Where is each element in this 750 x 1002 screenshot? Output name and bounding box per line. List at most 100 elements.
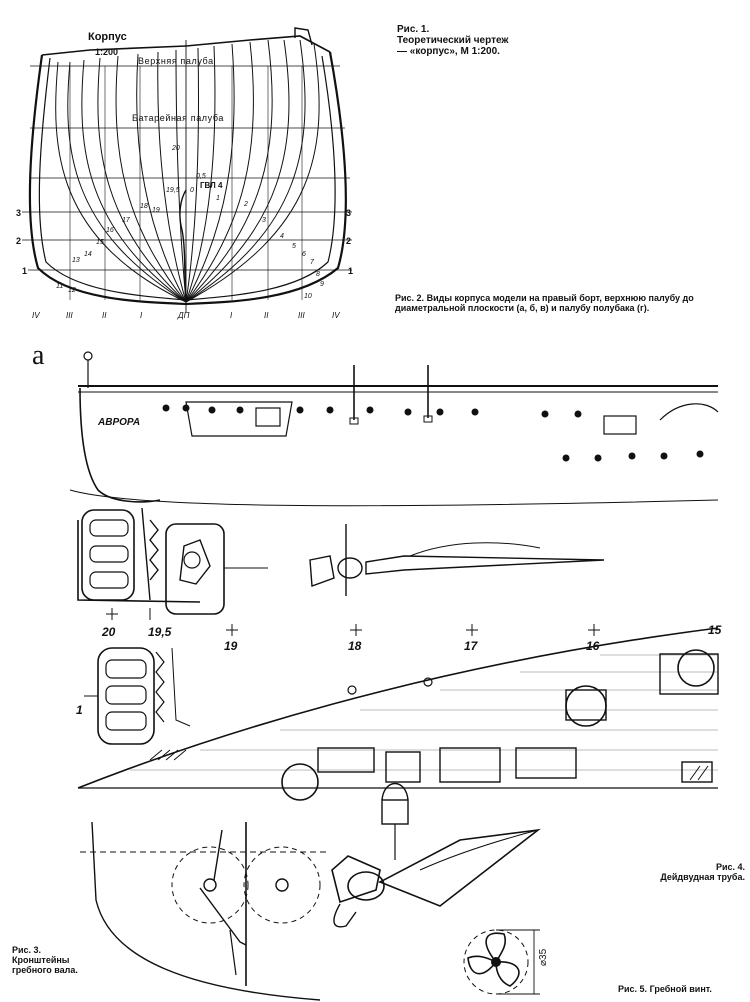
- bracket-post: [171, 647, 191, 727]
- hull-section: [91, 821, 321, 1001]
- frame-num: 9: [320, 281, 324, 288]
- prop-circle: [463, 929, 529, 995]
- frame-num: 14: [84, 251, 92, 258]
- fig1-caption: Рис. 1. Теоретический чертеж — «корпус»,…: [397, 24, 517, 57]
- bracket-arm: [199, 829, 247, 946]
- propeller-disc-dashed: [171, 846, 249, 924]
- bracket-leg: [229, 929, 237, 976]
- frame-num: 1: [216, 195, 220, 202]
- sternpost: [141, 507, 159, 601]
- upper-deck-label: Верхняя палуба: [138, 56, 214, 66]
- fig5-caption-number: Рис. 5.: [618, 984, 648, 994]
- frame-label: 18: [348, 639, 362, 653]
- frame-num: 11: [56, 283, 63, 290]
- bracket-teeth: [155, 651, 165, 723]
- waterline-label: ГВЛ 4: [200, 181, 223, 190]
- right-mark: 1: [348, 266, 353, 276]
- buttock-label: III: [66, 311, 73, 320]
- buttock-label: IV: [332, 311, 340, 320]
- davit-base: [349, 417, 359, 425]
- tube-outline: [419, 829, 539, 871]
- tube-body: [378, 828, 541, 907]
- frame-num: 0,5: [196, 173, 206, 180]
- frame-num: 20: [171, 145, 180, 152]
- buttock-label: ДП: [177, 311, 190, 320]
- frame-num: 0: [190, 187, 194, 194]
- davits: [353, 365, 429, 420]
- prop-blade-2: [495, 961, 520, 987]
- ship-name: АВРОРА: [97, 417, 140, 428]
- fig3-caption-number: Рис. 3.: [12, 945, 42, 955]
- fig4-caption: Рис. 4. Дейдвудная труба.: [660, 862, 745, 882]
- buttock-label: II: [102, 311, 107, 320]
- left-mark: 3: [16, 208, 21, 218]
- frame-curves-fore: [185, 39, 320, 303]
- frame-num: 4: [280, 233, 284, 240]
- deck-fitting: [423, 677, 433, 687]
- buttock-label: III: [298, 311, 305, 320]
- frame-num: 13: [72, 257, 80, 264]
- rudder-slots: [89, 519, 129, 589]
- frame-label: 20: [101, 625, 116, 639]
- prop-blade-3: [467, 955, 497, 975]
- waterline-sweep: [69, 489, 719, 507]
- buttock-label: II: [264, 311, 269, 320]
- deck-turrets: [281, 649, 715, 801]
- frame-num: 15: [96, 239, 104, 246]
- keel-line: [77, 520, 201, 603]
- buttock-labels: IV III II I ДП I II III IV: [32, 311, 340, 320]
- frame-num: 6: [302, 251, 306, 258]
- fig2-caption: Рис. 2. Виды корпуса модели на правый бо…: [395, 293, 740, 313]
- stern-tube: [365, 555, 605, 575]
- flagstaff-top: [83, 351, 93, 361]
- battery-deck-label: Батарейная палуба: [132, 113, 224, 123]
- bow-arc: [659, 403, 719, 421]
- callout-number: 1: [76, 703, 83, 717]
- fig1-caption-text: Теоретический чертеж — «корпус», М 1:200…: [397, 35, 509, 57]
- frame-curves-aft: [55, 49, 187, 303]
- deck-hatches: [317, 653, 719, 783]
- frame-label: 19,5: [148, 625, 172, 639]
- frame-num: 2: [243, 201, 248, 208]
- frame-ticks: [106, 608, 600, 636]
- frame-num: 19: [152, 207, 160, 214]
- fig5-caption: Рис. 5. Гребной винт.: [618, 984, 748, 995]
- fig3-caption: Рис. 3. Кронштейны гребного вала.: [12, 945, 82, 975]
- buttock-label: I: [140, 311, 143, 320]
- fig4-caption-text: Дейдвудная труба.: [660, 872, 745, 882]
- propeller-assembly: [331, 855, 381, 904]
- fig1-scale: 1:200: [95, 47, 118, 57]
- aperture: [165, 523, 225, 615]
- shaft-boss: [183, 551, 201, 569]
- tube-line: [409, 542, 541, 557]
- hatch: [255, 407, 281, 427]
- davit-base: [423, 415, 433, 423]
- bracket-boss: [337, 557, 363, 579]
- hatch: [603, 415, 637, 435]
- left-mark: 2: [16, 236, 21, 246]
- right-mark: 3: [346, 208, 351, 218]
- stern-post: [179, 189, 187, 303]
- propeller-disc-dashed: [243, 846, 321, 924]
- portholes-lower: [562, 450, 704, 462]
- frame-num: 7: [310, 259, 315, 266]
- buttock-label: I: [230, 311, 233, 320]
- frame-num: 16: [106, 227, 114, 234]
- gland-top: [381, 783, 409, 801]
- gland: [381, 799, 409, 825]
- fig1-caption-number: Рис. 1.: [397, 24, 430, 35]
- fig2-caption-text: Виды корпуса модели на правый борт, верх…: [395, 293, 694, 313]
- panel-label-a: а: [32, 340, 45, 371]
- rudder: [81, 509, 135, 601]
- frame-num: 5: [292, 243, 296, 250]
- frame-num: 18: [140, 203, 148, 210]
- buttock-label: IV: [32, 311, 40, 320]
- propeller-blades: [179, 539, 211, 585]
- fig3-caption-text: Кронштейны гребного вала.: [12, 955, 78, 975]
- frame-num: 17: [122, 217, 131, 224]
- fig4-caption-number: Рис. 4.: [715, 862, 745, 872]
